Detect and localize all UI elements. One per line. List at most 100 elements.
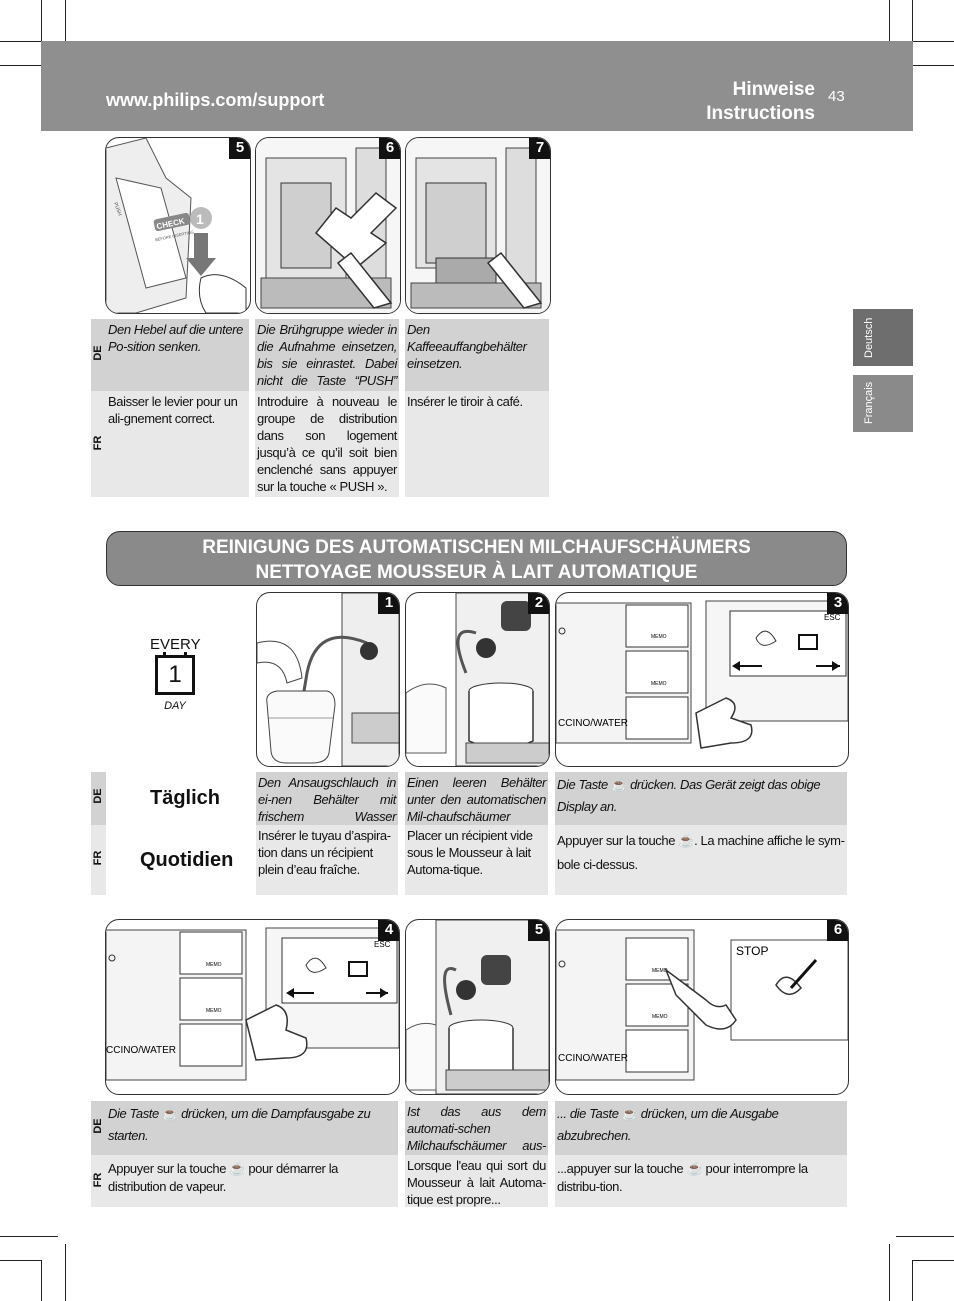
step-7-de: Den Kaffeeauffangbehälter einsetzen. [405, 319, 549, 391]
bottom-step-5-de: Ist das aus dem automati-schen Milchaufs… [405, 1101, 548, 1187]
lang-label-de: DE [92, 788, 104, 804]
step-5-fr: Baisser le levier pour un ali-gnement co… [106, 391, 249, 497]
lang-row-de [91, 1101, 106, 1155]
step-illustration-7: 7 [405, 137, 551, 314]
step-illustration-4: MEMO MEMO CCINO/WATER ESC 4 [105, 919, 400, 1095]
step-number: 6 [827, 920, 848, 941]
crop-mark [912, 0, 913, 41]
crop-mark [896, 65, 954, 66]
crop-mark [889, 1244, 890, 1301]
tab-francais[interactable]: Français [853, 375, 913, 432]
step-illustration-3: MEMO MEMO CCINO/WATER ESC 3 [555, 592, 849, 767]
svg-text:ESC: ESC [824, 613, 841, 622]
svg-text:1: 1 [196, 211, 204, 227]
crop-mark [0, 1260, 41, 1261]
frequency-fr: Quotidien [140, 849, 234, 871]
control-panel-illustration: MEMO MEMO CCINO/WATER ESC [106, 927, 399, 1081]
step-illustration-2: 2 [405, 592, 550, 767]
bottom-step-6-fr: ...appuyer sur la touche ☕ pour interrom… [555, 1155, 847, 1207]
lang-label-fr: FR [92, 1172, 104, 1188]
svg-text:MEMO: MEMO [206, 962, 222, 968]
svg-text:MEMO: MEMO [651, 681, 667, 687]
lang-label-fr: FR [92, 850, 104, 866]
svg-text:MEMO: MEMO [651, 634, 667, 640]
step-number: 1 [378, 593, 399, 614]
lever-illustration: PUSH CHECK BEFORE INSERTING 1 [106, 138, 247, 313]
step-illustration-6: 6 [255, 137, 401, 314]
bottom-step-4-de: Die Taste ☕ drücken, um die Dampfausgabe… [106, 1101, 398, 1155]
svg-text:CCINO/WATER: CCINO/WATER [558, 718, 628, 729]
mid-step-2-fr: Placer un récipient vide sous le Mousseu… [405, 825, 548, 895]
step-illustration-1: 1 [256, 592, 400, 767]
step-illustration-5b: 5 [405, 919, 550, 1095]
lang-label-fr: FR [92, 435, 104, 451]
crop-mark [41, 0, 42, 41]
container-under-frother-illustration [406, 593, 549, 766]
section-title-de: Hinweise [732, 79, 815, 100]
calendar-icon: EVERY 1 DAY [150, 636, 201, 712]
lang-row-de [91, 772, 106, 825]
step-number: 3 [827, 593, 848, 614]
page-header: www.philips.com/support Hinweise Instruc… [41, 41, 913, 131]
section-banner: REINIGUNG DES AUTOMATISCHEN MILCHAUFSCHÄ… [106, 531, 847, 586]
step-illustration-5: PUSH CHECK BEFORE INSERTING 1 5 [105, 137, 251, 314]
svg-text:MEMO: MEMO [206, 1008, 222, 1014]
crop-mark [0, 1236, 58, 1237]
lang-row-fr [91, 825, 106, 895]
coffee-drawer-illustration [406, 138, 550, 313]
step-number: 5 [229, 138, 250, 159]
step-illustration-6b: MEMO MEMO CCINO/WATER STOP 6 [555, 919, 849, 1095]
step-5-de: Den Hebel auf die untere Po-sition senke… [106, 319, 249, 391]
crop-mark [0, 41, 41, 42]
step-number: 6 [379, 138, 400, 159]
step-7-fr: Insérer le tiroir à café. [405, 391, 549, 497]
section-title-en: Instructions [706, 103, 815, 124]
lang-row-de [91, 319, 106, 391]
lang-row-fr [91, 1155, 106, 1207]
step-number: 4 [378, 920, 399, 941]
brew-group-illustration [256, 138, 400, 313]
crop-mark [65, 1244, 66, 1301]
mid-step-2-de: Einen leeren Behälter unter den automati… [405, 772, 548, 841]
step-number: 2 [528, 593, 549, 614]
bottom-step-5-fr: Lorsque l'eau qui sort du Mousseur à lai… [405, 1155, 548, 1207]
step-number: 5 [528, 920, 549, 941]
svg-text:CCINO/WATER: CCINO/WATER [106, 1045, 176, 1056]
clean-water-illustration [406, 920, 549, 1094]
memo-button-icon: ☕ [621, 1106, 638, 1121]
banner-title-de: REINIGUNG DES AUTOMATISCHEN MILCHAUFSCHÄ… [202, 537, 751, 558]
frother-button-icon: ☕ [611, 777, 627, 792]
suction-tube-illustration [257, 593, 399, 766]
support-url[interactable]: www.philips.com/support [106, 90, 325, 110]
step-6-fr: Introduire à nouveau le groupe de distri… [255, 391, 399, 497]
frother-button-icon: ☕ [678, 833, 695, 848]
bottom-step-4-fr: Appuyer sur la touche ☕ pour démarrer la… [106, 1155, 398, 1207]
crop-mark [913, 1260, 954, 1261]
bottom-step-6-de: ... die Taste ☕ drücken, um die Ausgabe … [555, 1101, 847, 1155]
mid-step-3-fr: Appuyer sur la touche ☕. La machine affi… [555, 825, 847, 895]
memo-button-icon: ☕ [162, 1106, 178, 1121]
lang-row-fr [91, 391, 106, 497]
frequency-de: Täglich [150, 787, 221, 809]
crop-mark [41, 1260, 42, 1301]
crop-mark [896, 1236, 954, 1237]
control-panel-illustration: MEMO MEMO CCINO/WATER ESC [556, 600, 848, 749]
mid-step-3-de: Die Taste ☕ drücken. Das Gerät zeigt das… [555, 772, 847, 825]
memo-button-icon: ☕ [686, 1161, 703, 1176]
svg-text:MEMO: MEMO [652, 968, 668, 974]
crop-mark [889, 0, 890, 58]
stop-control-illustration: MEMO MEMO CCINO/WATER STOP [556, 929, 848, 1081]
mid-step-1-fr: Insérer le tuyau d’aspira-tion dans un r… [256, 825, 398, 895]
lang-label-de: DE [92, 1118, 104, 1134]
svg-text:STOP: STOP [736, 944, 768, 958]
mid-step-1-de: Den Ansaugschlauch in ei-nen Behälter mi… [256, 772, 398, 841]
crop-mark [913, 41, 954, 42]
step-number: 7 [529, 138, 550, 159]
svg-text:CCINO/WATER: CCINO/WATER [558, 1053, 628, 1064]
tab-deutsch[interactable]: Deutsch [853, 309, 913, 366]
svg-text:MEMO: MEMO [652, 1014, 668, 1020]
section-title: Hinweise Instructions [706, 78, 815, 126]
crop-mark [65, 0, 66, 58]
banner-title-fr: NETTOYAGE MOUSSEUR À LAIT AUTOMATIQUE [255, 562, 698, 583]
svg-text:PUSH: PUSH [112, 202, 123, 217]
